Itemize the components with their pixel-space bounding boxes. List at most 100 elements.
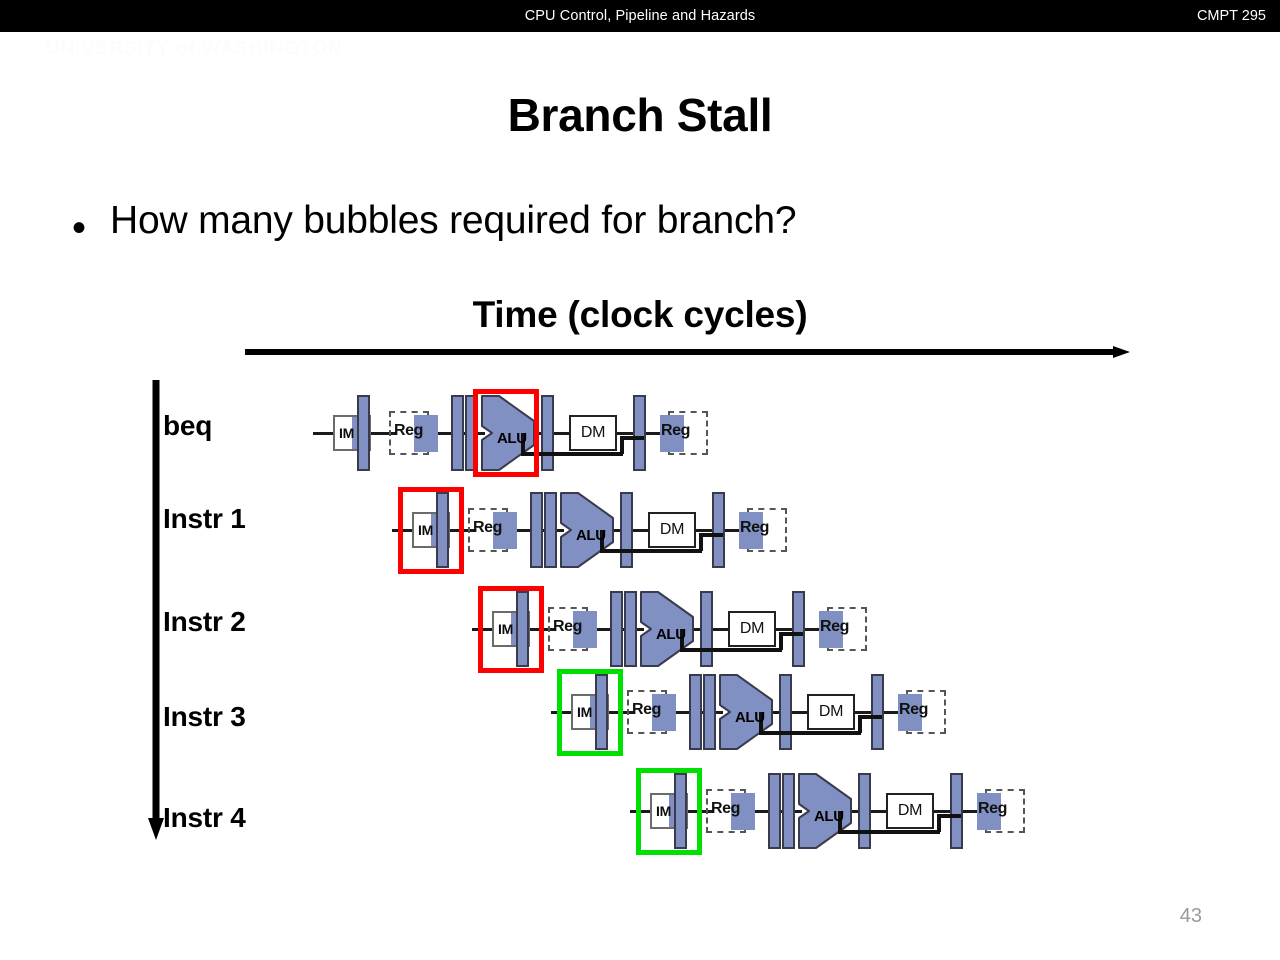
row-label-instr-3: Instr 3 <box>163 701 246 732</box>
writeback-segment-right <box>858 716 862 733</box>
pipeline-register-id-ex-b <box>544 492 557 568</box>
pipeline-register-id-ex-b <box>465 395 478 471</box>
stage-reg-write-label: Reg <box>740 519 770 536</box>
pipeline-register-id-ex-a <box>530 492 543 568</box>
writeback-segment-top <box>620 436 644 440</box>
stage-reg-write: Reg <box>975 789 1027 833</box>
wire-in <box>392 529 412 532</box>
reg-write-fill <box>898 694 922 731</box>
writeback-segment-left <box>600 530 604 552</box>
reg-fill <box>652 694 676 731</box>
writeback-segment-left <box>680 629 684 651</box>
stage-reg-label: Reg <box>711 800 741 817</box>
datapath-row: IM Reg ALU DM <box>551 666 951 758</box>
header-course-title: CPU Control, Pipeline and Hazards <box>524 8 756 24</box>
reg-write-fill <box>660 415 684 452</box>
wire-if-id <box>371 432 397 435</box>
pipeline-register-if-id <box>595 674 608 750</box>
stage-im-label: IM <box>577 704 592 720</box>
page-number: 43 <box>1179 905 1202 927</box>
reg-fill <box>573 611 597 648</box>
stage-reg-read: Reg <box>468 508 520 552</box>
pipeline-register-id-ex-a <box>451 395 464 471</box>
row-label-beq: beq <box>163 410 213 441</box>
slide-header-bar: CPU Control, Pipeline and Hazards CMPT 2… <box>0 0 1280 32</box>
writeback-segment-top <box>937 814 961 818</box>
writeback-path <box>521 433 645 463</box>
pipeline-register-if-id <box>674 773 687 849</box>
stage-reg-label: Reg <box>553 618 583 635</box>
stage-reg-label: Reg <box>473 519 503 536</box>
writeback-segment-left <box>759 712 763 734</box>
writeback-segment-bottom <box>759 731 861 735</box>
stage-dm-label: DM <box>659 521 685 538</box>
wire-in <box>313 432 333 435</box>
writeback-path <box>759 712 883 742</box>
writeback-segment-top <box>699 533 723 537</box>
page-title: Branch Stall <box>507 89 773 141</box>
writeback-segment-bottom <box>680 648 782 652</box>
stage-dm-label: DM <box>580 424 606 441</box>
stage-dm: DM <box>807 694 855 730</box>
university-watermark: UNIVERSITY of WASHINGTON <box>46 38 343 59</box>
writeback-segment-left <box>838 811 842 833</box>
stage-dm: DM <box>569 415 617 451</box>
reg-write-fill <box>819 611 843 648</box>
stage-alu-label: ALU <box>576 527 606 544</box>
writeback-path <box>680 629 804 659</box>
datapath-row: IM Reg ALU DM <box>630 765 1030 857</box>
datapath-row: IM Reg ALU DM <box>472 583 872 675</box>
wire-in <box>630 810 650 813</box>
stage-reg-label: Reg <box>632 701 662 718</box>
pipeline-register-mem-wb <box>633 395 646 471</box>
stage-alu-label: ALU <box>814 808 844 825</box>
writeback-segment-right <box>620 437 624 454</box>
pipeline-register-id-ex-a <box>689 674 702 750</box>
pipeline-register-id-ex-a <box>610 591 623 667</box>
pipeline-register-if-id <box>436 492 449 568</box>
stage-dm-label: DM <box>739 620 765 637</box>
stage-reg-write-label: Reg <box>978 800 1008 817</box>
writeback-segment-bottom <box>521 452 623 456</box>
stage-reg-write: Reg <box>658 411 710 455</box>
stage-reg-write: Reg <box>896 690 948 734</box>
pipeline-register-mem-wb <box>871 674 884 750</box>
stage-dm: DM <box>648 512 696 548</box>
stage-dm-label: DM <box>897 802 923 819</box>
stage-reg-write-label: Reg <box>820 618 850 635</box>
instruction-axis-arrow-icon <box>148 380 164 840</box>
row-label-instr-2: Instr 2 <box>163 606 246 637</box>
reg-fill <box>731 793 755 830</box>
stage-reg-read: Reg <box>548 607 600 651</box>
pipeline-register-mem-wb <box>792 591 805 667</box>
stage-reg-write: Reg <box>817 607 869 651</box>
stage-reg-write-label: Reg <box>899 701 929 718</box>
stage-dm-label: DM <box>818 703 844 720</box>
writeback-segment-bottom <box>838 830 940 834</box>
writeback-segment-bottom <box>600 549 702 553</box>
stage-alu-label: ALU <box>735 709 765 726</box>
pipeline-register-mem-wb <box>712 492 725 568</box>
time-axis-label: Time (clock cycles) <box>472 294 808 335</box>
pipeline-register-id-ex-b <box>782 773 795 849</box>
writeback-path <box>600 530 724 560</box>
reg-fill <box>493 512 517 549</box>
wire-in <box>551 711 571 714</box>
pipeline-register-mem-wb <box>950 773 963 849</box>
writeback-segment-top <box>779 632 803 636</box>
reg-write-fill <box>977 793 1001 830</box>
stage-reg-read: Reg <box>627 690 679 734</box>
bullet-text: How many bubbles required for branch? <box>110 199 797 242</box>
stage-reg-write: Reg <box>737 508 789 552</box>
datapath-row: IM Reg ALU DM <box>392 484 792 576</box>
reg-write-fill <box>739 512 763 549</box>
stage-reg-label: Reg <box>394 422 424 439</box>
stage-dm: DM <box>728 611 776 647</box>
stage-alu-label: ALU <box>656 626 686 643</box>
stage-im-label: IM <box>418 522 433 538</box>
wire-in <box>472 628 492 631</box>
writeback-segment-right <box>699 534 703 551</box>
writeback-segment-right <box>779 633 783 650</box>
stage-im: IM <box>412 512 450 548</box>
row-label-instr-1: Instr 1 <box>163 503 246 534</box>
